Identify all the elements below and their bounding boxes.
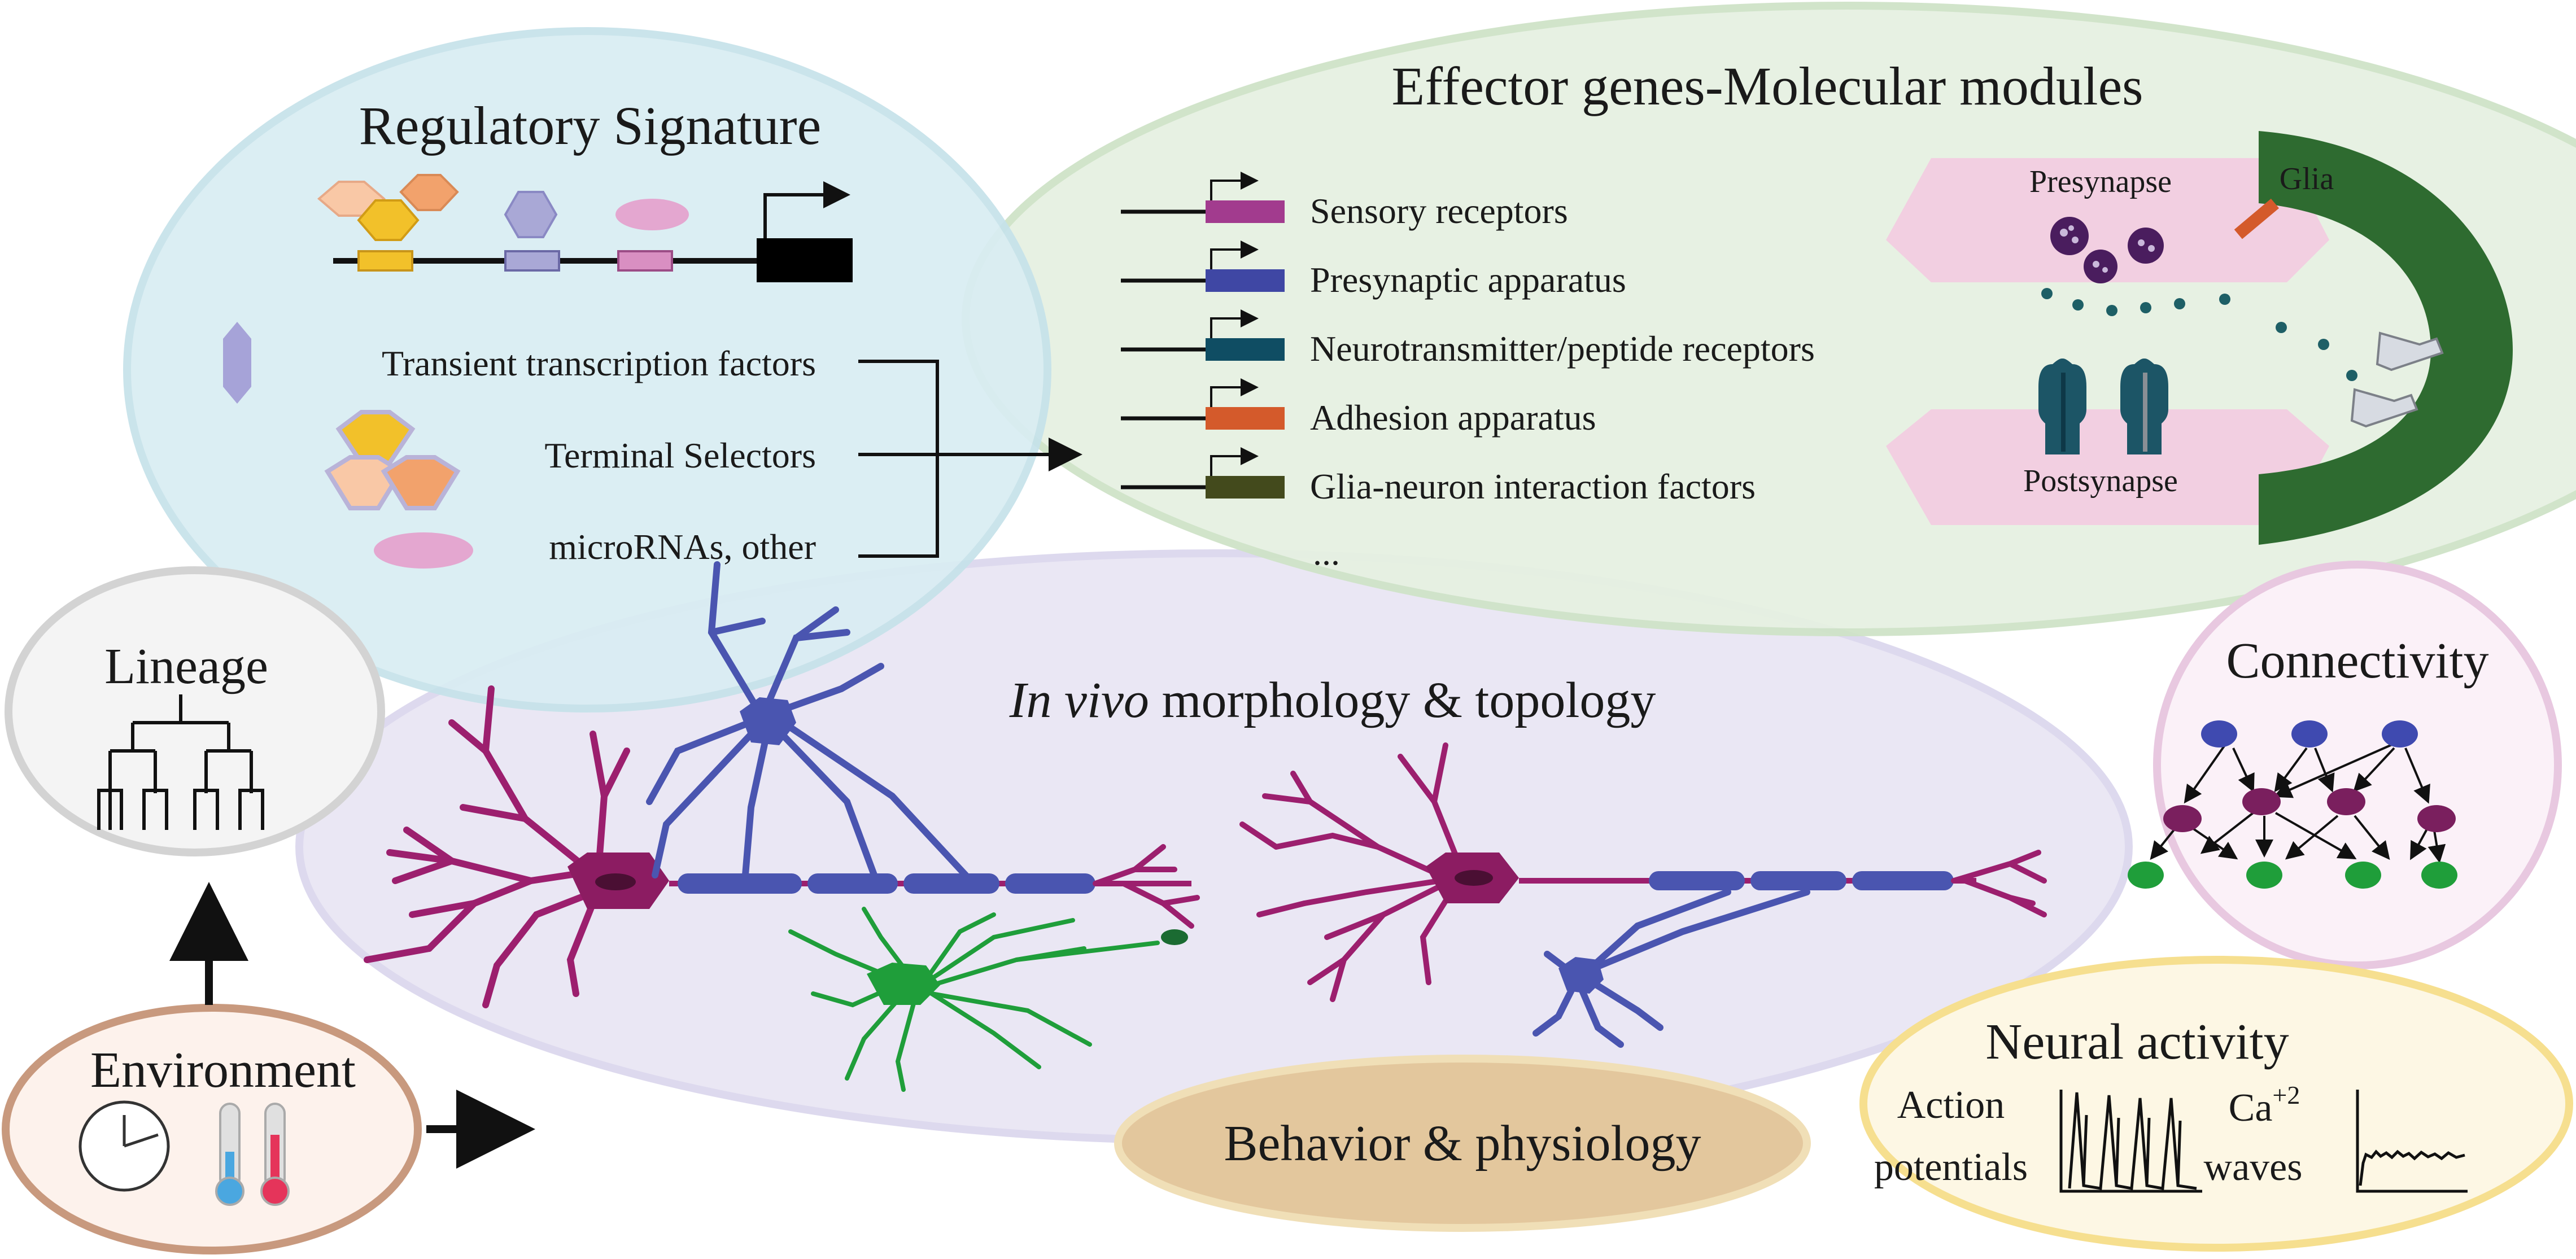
environment-title: Environment: [90, 1042, 356, 1098]
promoter-arrow-icon: [1210, 241, 1259, 269]
gene-label: Neurotransmitter/peptide receptors: [1310, 329, 1815, 369]
nucleus-icon: [1455, 870, 1493, 886]
effector-gene-row: Neurotransmitter/peptide receptors: [1121, 309, 1815, 369]
morphology-title: In vivo morphology & topology: [1009, 672, 1656, 728]
behavior-title: Behavior & physiology: [1224, 1116, 1701, 1171]
ca-superscript: +2: [2272, 1081, 2300, 1109]
regulatory-to-effector-arrow: [858, 360, 1082, 558]
action-label-line2: potentials: [1874, 1146, 2028, 1189]
neural-activity-title: Neural activity: [1985, 1014, 2289, 1070]
connectivity-network: [2128, 720, 2457, 889]
gene-box: [1206, 476, 1285, 499]
oligodendrocyte-soma: [740, 697, 796, 745]
magenta-neuron-left: [364, 685, 630, 1008]
astrocyte-soma: [867, 963, 940, 1005]
clock-icon: [78, 1100, 170, 1192]
action-potential-trace: [2059, 1090, 2202, 1193]
morphology-title-rest: morphology & topology: [1149, 672, 1656, 728]
myelinated-axon-right: [1519, 871, 1976, 890]
yellow-hexagon-icon: [357, 199, 420, 241]
peach-hexagon-icon: [317, 181, 386, 217]
ca-base: Ca: [2229, 1086, 2273, 1130]
purple-hexagon-icon: [504, 191, 558, 238]
microrna-label: microRNAs, other: [549, 527, 816, 567]
gene-label: Presynaptic apparatus: [1310, 260, 1626, 300]
magenta-neuron-right: [1239, 742, 1460, 1002]
mirna-blob-icon: [615, 199, 689, 230]
gene-body-icon: [757, 238, 853, 282]
terminal-selectors-icon: [324, 410, 461, 510]
lineage-region: [5, 566, 385, 856]
effector-title: Effector genes-Molecular modules: [1391, 56, 2143, 116]
synapse-illustration: Presynapse Postsynapse: [1886, 131, 2513, 545]
pink-binding-site-icon: [617, 250, 673, 272]
gene-label: Adhesion apparatus: [1310, 397, 1596, 438]
promoter-arrow-icon: [1210, 309, 1259, 338]
receptor-icon: [2038, 359, 2168, 454]
nucleus-icon: [595, 873, 636, 890]
gene-box: [1206, 269, 1285, 292]
axon-terminal-left: [1093, 844, 1200, 929]
postsynapse-shape: [1886, 409, 2329, 525]
transient-tf-label: Transient transcription factors: [382, 343, 816, 383]
glia-label: Glia: [2280, 161, 2334, 196]
cold-thermometer-icon: [215, 1103, 244, 1206]
glia-receptor-icon: [2350, 331, 2444, 428]
yellow-binding-site-icon: [357, 250, 413, 272]
connectivity-region: [2153, 561, 2562, 969]
lineage-tree-icon: [97, 694, 264, 830]
astrocyte-endfoot: [1161, 929, 1188, 945]
lineage-title: Lineage: [104, 639, 268, 694]
neurotransmitter-dots: [2041, 288, 2357, 381]
vesicle-icon: [2050, 217, 2164, 283]
behavior-region: [1114, 1055, 1811, 1232]
presynapse-label: Presynapse: [2029, 164, 2172, 199]
orange-hexagon-icon: [399, 174, 459, 211]
effector-gene-row: Presynaptic apparatus: [1121, 241, 1626, 300]
effector-more-label: ...: [1313, 532, 1340, 572]
presynapse-shape: [1886, 158, 2329, 282]
effector-gene-row: Glia-neuron interaction factors: [1121, 447, 1756, 506]
promoter-arrow-icon: [1210, 172, 1259, 200]
glia-sheath-shape: [2259, 131, 2513, 545]
ca-label: Ca+2: [2229, 1081, 2300, 1130]
action-label-line1: Action: [1897, 1083, 2005, 1127]
promoter-arrow-icon: [1210, 447, 1259, 476]
postsynapse-label: Postsynapse: [2023, 464, 2178, 499]
effector-gene-row: Sensory receptors: [1121, 172, 1568, 231]
terminal-selectors-label: Terminal Selectors: [544, 435, 816, 475]
neural-activity-region: [1859, 956, 2573, 1252]
morphology-title-italic: In vivo: [1009, 672, 1149, 728]
microrna-icon: [374, 532, 473, 569]
gene-box: [1206, 200, 1285, 223]
calcium-wave-trace: [2356, 1090, 2468, 1193]
glia-marker-icon: [2234, 198, 2280, 239]
connectivity-title: Connectivity: [2226, 633, 2489, 689]
astrocyte-cell: [788, 907, 1160, 1092]
gene-box: [1206, 407, 1285, 430]
axon-terminal-right: [1951, 850, 2047, 917]
environment-region: [2, 1004, 422, 1254]
effector-gene-row: Adhesion apparatus: [1121, 378, 1596, 438]
oligodendrocyte-soma-2: [1558, 957, 1604, 994]
regulatory-locus: [317, 174, 853, 282]
ca-waves-label: waves: [2204, 1146, 2303, 1189]
transient-tf-icon: [223, 322, 251, 404]
gene-label: Glia-neuron interaction factors: [1310, 466, 1756, 506]
gene-box: [1206, 338, 1285, 361]
hot-thermometer-icon: [260, 1103, 290, 1206]
promoter-arrow-icon: [1210, 378, 1259, 407]
purple-binding-site-icon: [504, 250, 560, 272]
myelinated-axon-left: [669, 873, 1191, 894]
gene-label: Sensory receptors: [1310, 191, 1568, 231]
regulatory-title: Regulatory Signature: [359, 95, 821, 156]
